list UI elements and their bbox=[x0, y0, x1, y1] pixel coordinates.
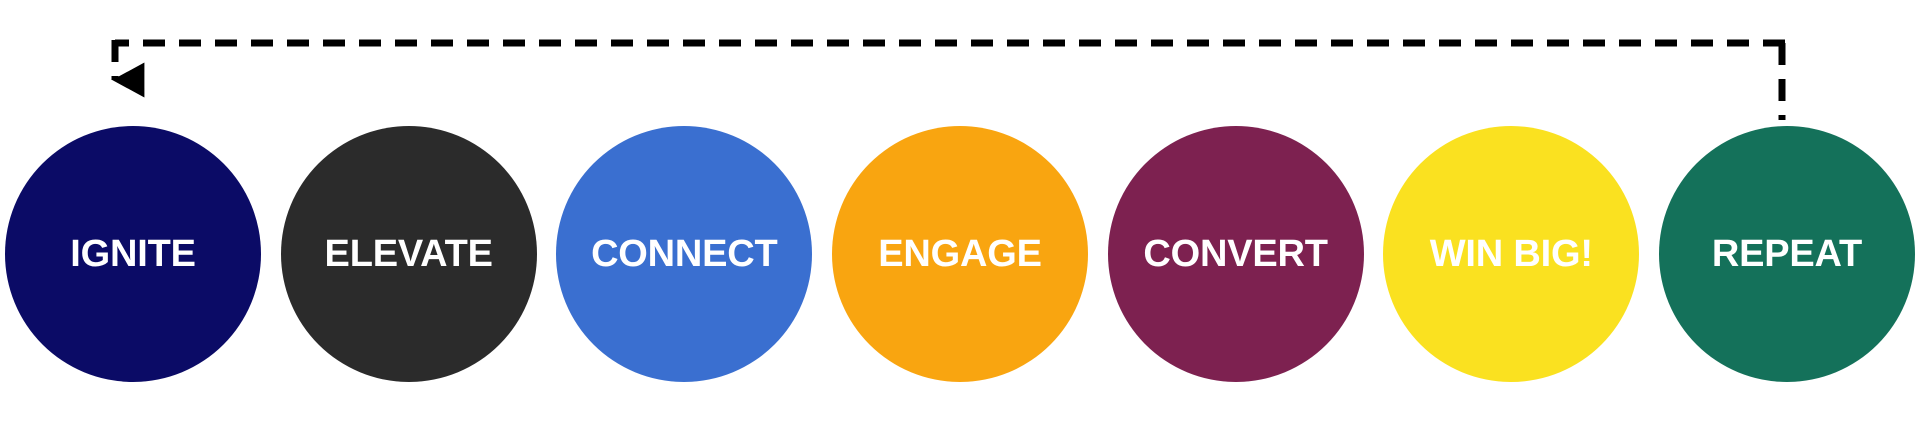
stage-label-engage: ENGAGE bbox=[878, 233, 1042, 275]
stage-node-ignite[interactable]: IGNITE bbox=[5, 126, 261, 382]
stage-label-elevate: ELEVATE bbox=[324, 233, 493, 275]
stage-label-repeat: REPEAT bbox=[1711, 233, 1862, 275]
stage-node-elevate[interactable]: ELEVATE bbox=[280, 126, 537, 382]
stage-node-winbig[interactable]: WIN BIG! bbox=[1383, 126, 1640, 382]
stage-node-engage[interactable]: ENGAGE bbox=[831, 126, 1088, 382]
stage-node-repeat[interactable]: REPEAT bbox=[1658, 126, 1915, 382]
stage-circle-row: IGNITE ELEVATE CONNECT ENGAGE CONVERT WI… bbox=[0, 108, 1920, 400]
stage-node-connect[interactable]: CONNECT bbox=[556, 126, 813, 382]
stage-label-convert: CONVERT bbox=[1143, 233, 1328, 275]
stage-label-winbig: WIN BIG! bbox=[1429, 233, 1593, 275]
stage-node-convert[interactable]: CONVERT bbox=[1107, 126, 1364, 382]
stage-label-ignite: IGNITE bbox=[70, 233, 196, 275]
stage-label-connect: CONNECT bbox=[591, 233, 778, 275]
